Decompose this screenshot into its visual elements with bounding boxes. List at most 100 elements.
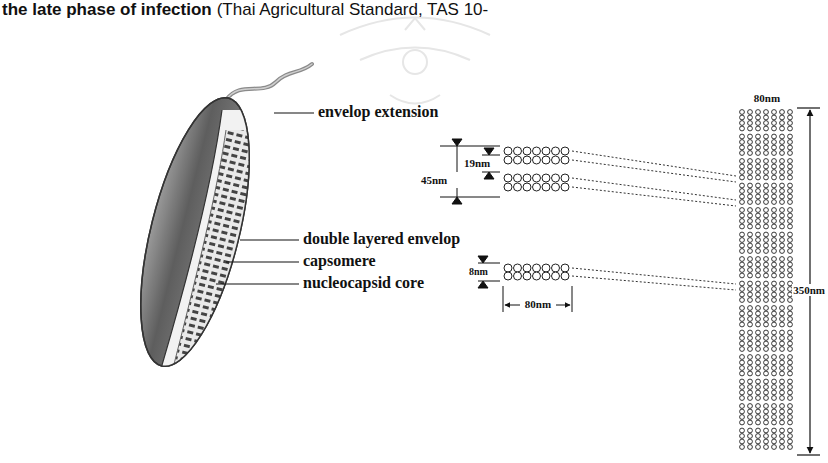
capsomere-dot xyxy=(780,170,785,175)
capsomere-dot xyxy=(788,445,793,450)
capsomere-dot xyxy=(772,322,777,327)
capsomere-dot xyxy=(756,366,761,371)
capsomere-dot xyxy=(764,257,769,262)
capsomere-dot xyxy=(740,170,745,175)
capsomere-dot xyxy=(748,134,753,139)
capsomere-dot xyxy=(756,249,761,254)
capsomere-dot xyxy=(748,428,753,433)
capsomere-dot xyxy=(764,213,769,218)
capsomere-dot xyxy=(748,396,753,401)
capsomere-dot xyxy=(772,281,777,286)
virion-body xyxy=(119,64,312,377)
capsomere-dot xyxy=(748,208,753,213)
capsomere-dot xyxy=(561,183,569,191)
capsomere-dot xyxy=(788,341,793,346)
capsomere-dot xyxy=(764,347,769,352)
capsomere-dot xyxy=(772,170,777,175)
capsomere-dot xyxy=(756,396,761,401)
capsomere-dot xyxy=(561,147,569,155)
capsomere-dot xyxy=(788,317,793,322)
capsomere-dot xyxy=(504,156,512,164)
capsomere-dot xyxy=(756,126,761,131)
capsomere-dot xyxy=(780,281,785,286)
capsomere-dot xyxy=(740,404,745,409)
capsomere-dot xyxy=(788,134,793,139)
capsomere-dot xyxy=(748,249,753,254)
capsomere-dot xyxy=(740,439,745,444)
capsomere-dot xyxy=(542,147,550,155)
capsomere-dot xyxy=(772,409,777,414)
capsomere-dot xyxy=(780,208,785,213)
capsomere-dot xyxy=(740,262,745,267)
capsomere-dot xyxy=(764,224,769,229)
capsomere-dot xyxy=(748,409,753,414)
capsomere-dot xyxy=(772,298,777,303)
capsomere-dot xyxy=(764,189,769,194)
capsomere-dot xyxy=(748,200,753,205)
capsomere-dot xyxy=(748,355,753,360)
capsomere-dot xyxy=(552,156,560,164)
capsomere-dot xyxy=(780,336,785,341)
capsomere-dot xyxy=(764,415,769,420)
capsomere-dot xyxy=(756,379,761,384)
capsomere-dot xyxy=(748,257,753,262)
capsomere-dot xyxy=(740,134,745,139)
capsomere-dot xyxy=(788,151,793,156)
capsomere-dot xyxy=(772,347,777,352)
capsomere-dot xyxy=(748,262,753,267)
capsomere-dot xyxy=(764,379,769,384)
capsomere-dot xyxy=(764,183,769,188)
capsomere-dot xyxy=(764,445,769,450)
capsomere-dot xyxy=(772,219,777,224)
capsomere-dot xyxy=(740,268,745,273)
capsomere-dot xyxy=(764,420,769,425)
capsomere-dot xyxy=(772,243,777,248)
caption-heading: the late phase of infection xyxy=(2,0,212,20)
capsomere-dot xyxy=(552,264,560,272)
capsomere-dot xyxy=(780,330,785,335)
capsomere-dot xyxy=(780,224,785,229)
capsomere-dot xyxy=(772,311,777,316)
capsomere-dot xyxy=(756,208,761,213)
capsomere-dot xyxy=(740,415,745,420)
capsomere-dot xyxy=(788,175,793,180)
capsomere-dot xyxy=(748,159,753,164)
capsomere-dot xyxy=(772,183,777,188)
capsomere-dot xyxy=(772,262,777,267)
capsomere-dot xyxy=(533,272,541,280)
capsomere-dot xyxy=(740,175,745,180)
capsomere-dot xyxy=(780,360,785,365)
capsomere-dot xyxy=(756,268,761,273)
capsomere-dot xyxy=(756,355,761,360)
capsomere-dot xyxy=(788,396,793,401)
capsomere-dot xyxy=(764,360,769,365)
capsomere-dot xyxy=(748,183,753,188)
capsomere-dot xyxy=(756,140,761,145)
capsomere-dot xyxy=(764,292,769,297)
capsomere-dot xyxy=(772,268,777,273)
capsomere-dot xyxy=(756,200,761,205)
capsomere-dot xyxy=(756,281,761,286)
capsomere-dot xyxy=(788,409,793,414)
capsomere-dot xyxy=(772,420,777,425)
capsomere-dot xyxy=(772,194,777,199)
capsomere-dot xyxy=(780,420,785,425)
capsomere-dot xyxy=(772,159,777,164)
capsomere-dot xyxy=(780,134,785,139)
capsomere-dot xyxy=(764,219,769,224)
capsomere-dot xyxy=(756,360,761,365)
capsomere-dot xyxy=(780,287,785,292)
capsomere-dot xyxy=(533,156,541,164)
capsomere-dot xyxy=(748,268,753,273)
capsomere-dot xyxy=(764,306,769,311)
capsomere-dot xyxy=(552,147,560,155)
leader-lines xyxy=(216,113,314,284)
capsomere-dot xyxy=(748,366,753,371)
capsomere-dot xyxy=(788,268,793,273)
capsomere-dot xyxy=(764,134,769,139)
capsomere-dot xyxy=(788,439,793,444)
capsomere-dot xyxy=(780,311,785,316)
capsomere-dot xyxy=(772,292,777,297)
capsomere-dot xyxy=(764,390,769,395)
capsomere-dot xyxy=(780,415,785,420)
